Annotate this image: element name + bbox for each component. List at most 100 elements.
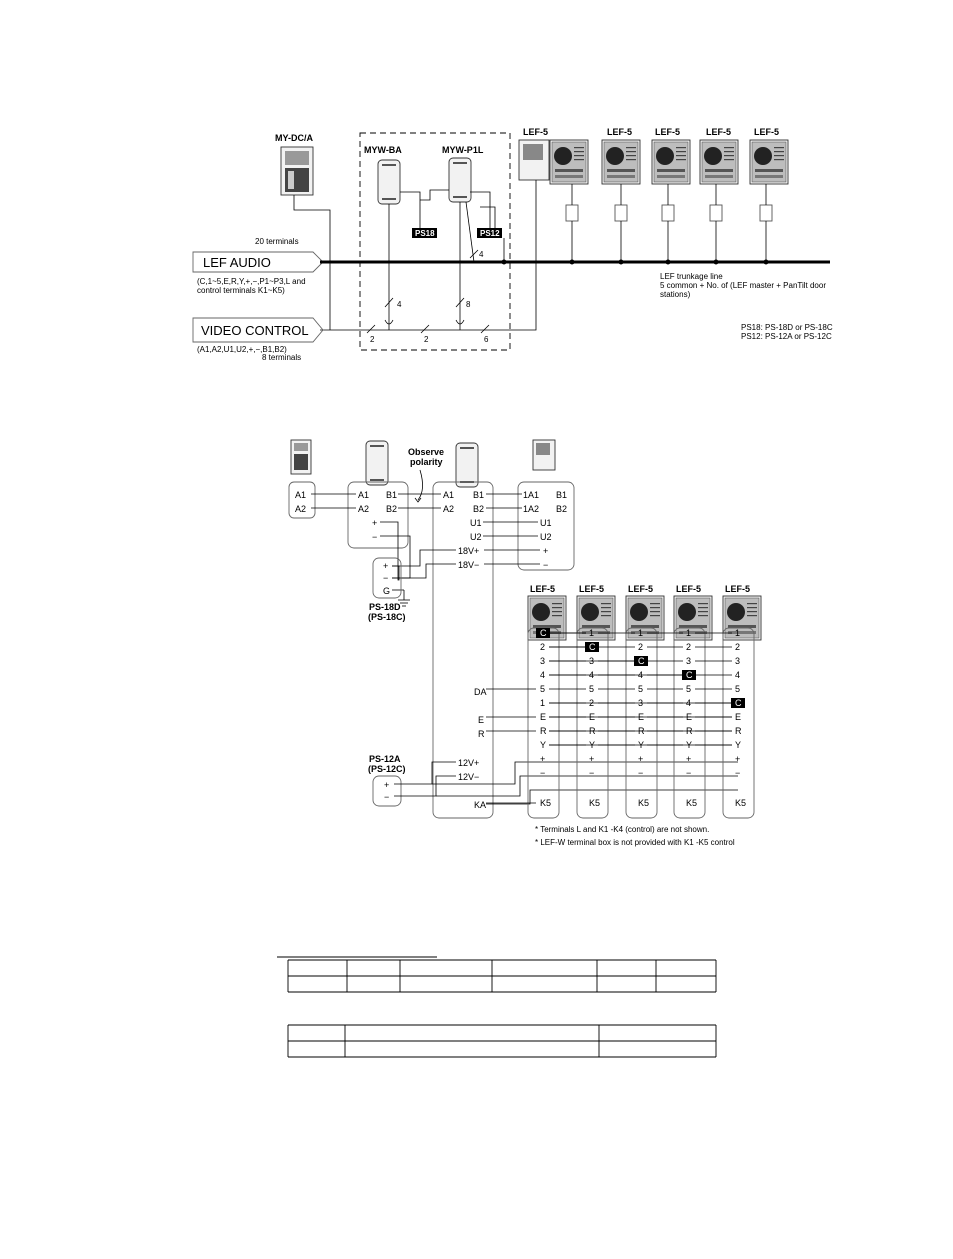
dc-term-a1: A1: [295, 490, 306, 500]
ps12-term-minus: −: [384, 792, 389, 802]
lef-terminal-value: 1: [589, 628, 594, 638]
lef5-terminal-box-5: [722, 627, 755, 819]
lef5-terminal-boxes: [565, 184, 773, 262]
video-control-label: VIDEO CONTROL: [201, 323, 309, 338]
lef-terminal-value: K5: [686, 798, 697, 808]
mydca-terminal-box: [288, 481, 316, 519]
lef-terminal-value: 3: [686, 656, 691, 666]
lef-terminal-value: 5: [589, 684, 594, 694]
lef5-label-col-3: LEF-5: [628, 584, 653, 594]
lef-audio-label: LEF AUDIO: [203, 255, 271, 270]
ps18-term-plus: +: [383, 561, 388, 571]
lef-terminal-value: −: [686, 768, 691, 778]
ps12-wires: [394, 761, 738, 805]
lef-terminal-value: 2: [735, 642, 740, 652]
lef-terminal-value: 1: [686, 628, 691, 638]
myw-p1l-small-icon: [455, 442, 479, 488]
lef5-speaker-icon-5: [749, 139, 789, 185]
p1l-term-b1: B1: [473, 490, 484, 500]
ps12a-terminal-box: [372, 775, 402, 807]
lef5-terminal-box-2: [576, 627, 609, 819]
video-control-arrow: [192, 317, 324, 343]
mydca-label: MY-DC/A: [275, 133, 314, 143]
lef5-speaker-col-5: [722, 595, 762, 641]
lef-terminal-value: 2: [540, 642, 545, 652]
lef-terminal-value: 3: [735, 656, 740, 666]
lef5-label-top-5: LEF-5: [754, 127, 779, 137]
upper-wires: [311, 493, 540, 607]
lef5-label-col-4: LEF-5: [676, 584, 701, 594]
lef5-speaker-col-2: [576, 595, 616, 641]
lef-terminal-value: R: [540, 726, 547, 736]
mon-term-b2: B2: [556, 504, 567, 514]
lef-terminal-value: −: [735, 768, 740, 778]
ba-term-minus: −: [372, 532, 377, 542]
lef5-speaker-icon-3: [651, 139, 691, 185]
lef-audio-arrow: [192, 251, 324, 273]
lef-terminal-value: −: [540, 768, 545, 778]
spec-tables: [277, 956, 717, 1058]
lef-terminal-value: +: [540, 754, 545, 764]
video-note-1: (A1,A2,U1,U2,+,−,B1,B2): [197, 345, 287, 354]
lef-terminal-value: 2: [686, 642, 691, 652]
lef-common-marker: [731, 698, 745, 708]
lef-terminal-value: −: [589, 768, 594, 778]
lef-terminal-value: R: [735, 726, 742, 736]
table-2: [287, 1024, 717, 1058]
mon-term-b1: B1: [556, 490, 567, 500]
ba-term-plus: +: [372, 518, 377, 528]
lef-common-marker: [682, 670, 696, 680]
mon-term-1a1: 1A1: [523, 490, 539, 500]
lef-terminal-value: C: [686, 670, 693, 680]
wire-count-p1l: 8: [466, 300, 471, 309]
lef-terminal-value: 4: [540, 670, 545, 680]
lef5-label-top-3: LEF-5: [655, 127, 680, 137]
lef5-label-top-2: LEF-5: [607, 127, 632, 137]
lef-terminal-value: 3: [540, 656, 545, 666]
observe-polarity-2: polarity: [410, 457, 443, 467]
lef-terminal-value: 5: [638, 684, 643, 694]
p1l-term-b2: B2: [473, 504, 484, 514]
lef-terminal-value: +: [686, 754, 691, 764]
lef-terminal-value: +: [638, 754, 643, 764]
video-monitor-icon: [518, 139, 550, 181]
p1l-term-a1: A1: [443, 490, 454, 500]
observe-polarity-1: Observe: [408, 447, 444, 457]
lef-terminal-value: 5: [686, 684, 691, 694]
p1l-term-e: E: [478, 715, 484, 725]
lef-terminal-value: 2: [638, 642, 643, 652]
wire-count-video-3: 6: [484, 335, 489, 344]
monitor-small-icon: [532, 439, 556, 471]
trunk-label-2: 5 common + No. of (LEF master + PanTilt …: [660, 281, 826, 290]
myw-p1l-terminal-box: [432, 481, 494, 819]
ps12-badge-text: PS12: [480, 229, 500, 238]
mon-term-1a2: 1A2: [523, 504, 539, 514]
bottom-wiring-diagram: Observe polarity A1 A2 A1 A2 + − B1 B2 A…: [288, 439, 762, 847]
note-terminals-l: * Terminals L and K1 -K4 (control) are n…: [535, 825, 709, 834]
trunk-label-1: LEF trunkage line: [660, 272, 723, 281]
dc-term-a2: A2: [295, 504, 306, 514]
p1l-term-u2: U2: [470, 532, 482, 542]
table-1: [287, 959, 717, 993]
lef5-speaker-col-4: [673, 595, 713, 641]
mon-term-u2: U2: [540, 532, 552, 542]
top-wiring: [293, 180, 537, 334]
myw-ba-label: MYW-BA: [364, 145, 402, 155]
myw-p1l-unit-icon: [448, 157, 472, 203]
lef-terminal-value: E: [735, 712, 741, 722]
ps18d-label: PS-18D: [369, 602, 401, 612]
lef-terminal-value: +: [589, 754, 594, 764]
lef-common-marker: [634, 656, 648, 666]
video-note-2: 8 terminals: [262, 353, 301, 362]
lef-common-marker: [536, 628, 550, 638]
ba-term-b1: B1: [386, 490, 397, 500]
lef-terminal-value: +: [735, 754, 740, 764]
monitor-terminal-box: [517, 481, 575, 571]
top-system-diagram: MY-DC/A MYW-BA MYW-P1L LEF-5 LEF-5 LEF-5…: [192, 127, 833, 362]
lef-common-marker: [585, 642, 599, 652]
ps18-badge: [412, 228, 437, 238]
lef5-terminal-box-3: [625, 627, 658, 819]
lef5-label-top-4: LEF-5: [706, 127, 731, 137]
lef5-label-col-5: LEF-5: [725, 584, 750, 594]
